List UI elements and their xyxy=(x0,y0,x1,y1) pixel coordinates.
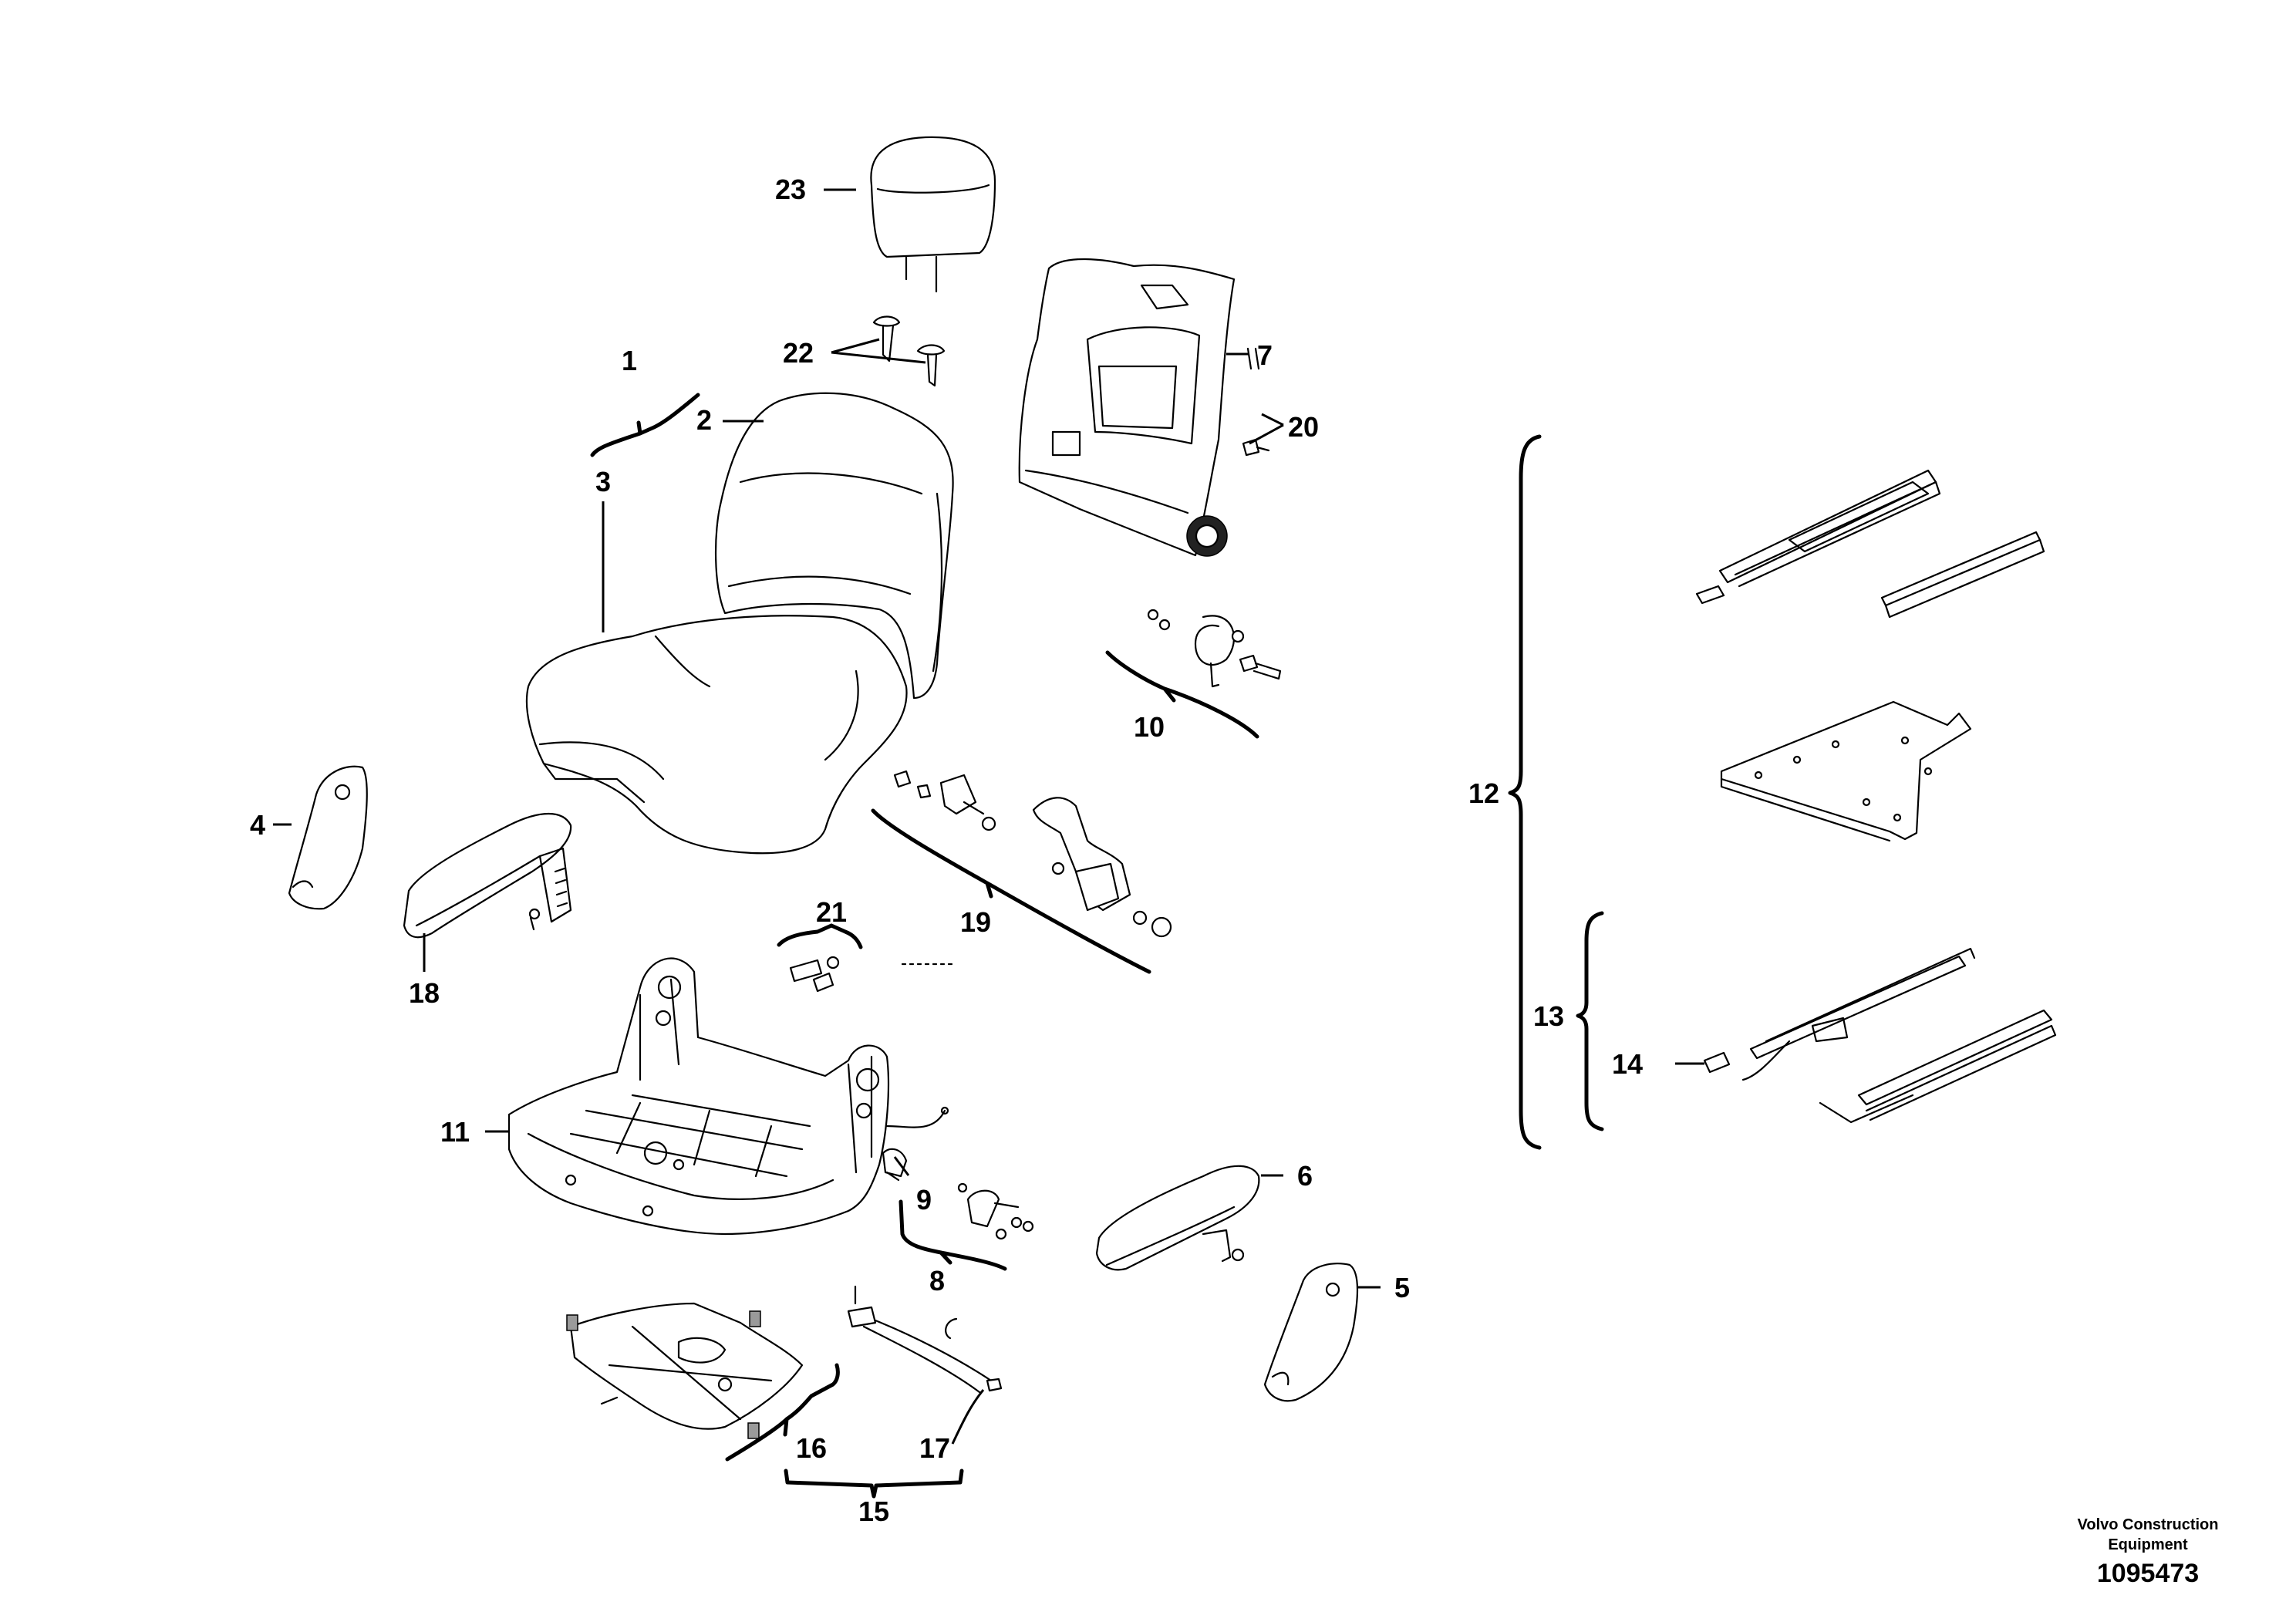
group-braces xyxy=(590,393,1604,1499)
callout-labels: 23 22 7 20 1 2 3 10 12 4 19 21 18 13 14 … xyxy=(250,174,1643,1527)
callout-6: 6 xyxy=(1297,1160,1313,1192)
part-backrest-frame xyxy=(1018,258,1236,557)
part-armrest-right xyxy=(1095,1165,1260,1271)
callout-5: 5 xyxy=(1394,1272,1410,1303)
part-slide-rails-lower xyxy=(1703,947,2057,1124)
part-seat-upholstery xyxy=(525,392,954,855)
callout-23: 23 xyxy=(775,174,806,205)
brace-21 xyxy=(777,923,863,949)
brace-10 xyxy=(1105,650,1259,739)
callout-17: 17 xyxy=(919,1432,950,1464)
callout-22: 22 xyxy=(783,337,814,369)
part-suspension-base xyxy=(566,1302,804,1439)
part-slide-rails-upper xyxy=(1695,469,2045,842)
callout-20: 20 xyxy=(1288,411,1319,443)
leader-lines xyxy=(273,188,1704,1445)
brace-8 xyxy=(899,1199,1007,1271)
brace-15 xyxy=(784,1469,964,1499)
callout-18: 18 xyxy=(409,977,440,1009)
part-side-cover-left xyxy=(288,765,368,910)
brace-16 xyxy=(725,1363,840,1462)
part-hinge-bracket xyxy=(789,956,958,993)
callout-4: 4 xyxy=(250,809,265,841)
part-headrest-guides xyxy=(872,315,946,387)
brace-1 xyxy=(590,393,700,457)
callout-15: 15 xyxy=(858,1496,889,1527)
part-recline-mechanism xyxy=(1147,609,1282,688)
document-number: 1095473 xyxy=(2097,1559,2199,1588)
part-armrest-left xyxy=(403,812,572,939)
callout-16: 16 xyxy=(796,1432,827,1464)
part-release-cable xyxy=(847,1285,1003,1394)
callout-14: 14 xyxy=(1612,1048,1643,1080)
part-side-cover-right xyxy=(1263,1263,1359,1402)
callout-2: 2 xyxy=(696,404,712,436)
part-seat-belt xyxy=(893,770,1172,938)
callout-13: 13 xyxy=(1533,1000,1564,1032)
callout-9: 9 xyxy=(916,1184,932,1216)
part-adjust-bracket xyxy=(957,1182,1034,1240)
callout-1: 1 xyxy=(622,345,637,376)
brace-19 xyxy=(871,808,1151,974)
callout-12: 12 xyxy=(1468,777,1499,809)
callout-11: 11 xyxy=(440,1116,470,1148)
brace-12 xyxy=(1508,434,1542,1150)
part-headrest xyxy=(870,136,996,293)
callout-3: 3 xyxy=(595,466,611,497)
callout-8: 8 xyxy=(929,1265,945,1297)
publisher-credit: Volvo Construction Equipment 1095473 xyxy=(2078,1516,2219,1588)
part-adjust-lever xyxy=(882,1148,908,1182)
part-seat-frame xyxy=(507,957,949,1236)
brace-13 xyxy=(1576,911,1604,1131)
credit-line-2: Equipment xyxy=(2108,1536,2188,1553)
credit-line-1: Volvo Construction xyxy=(2078,1516,2219,1533)
callout-10: 10 xyxy=(1134,711,1165,743)
part-pin-bolt xyxy=(1242,347,1270,457)
callout-21: 21 xyxy=(816,896,847,928)
callout-19: 19 xyxy=(960,906,991,938)
callout-7: 7 xyxy=(1257,339,1273,371)
